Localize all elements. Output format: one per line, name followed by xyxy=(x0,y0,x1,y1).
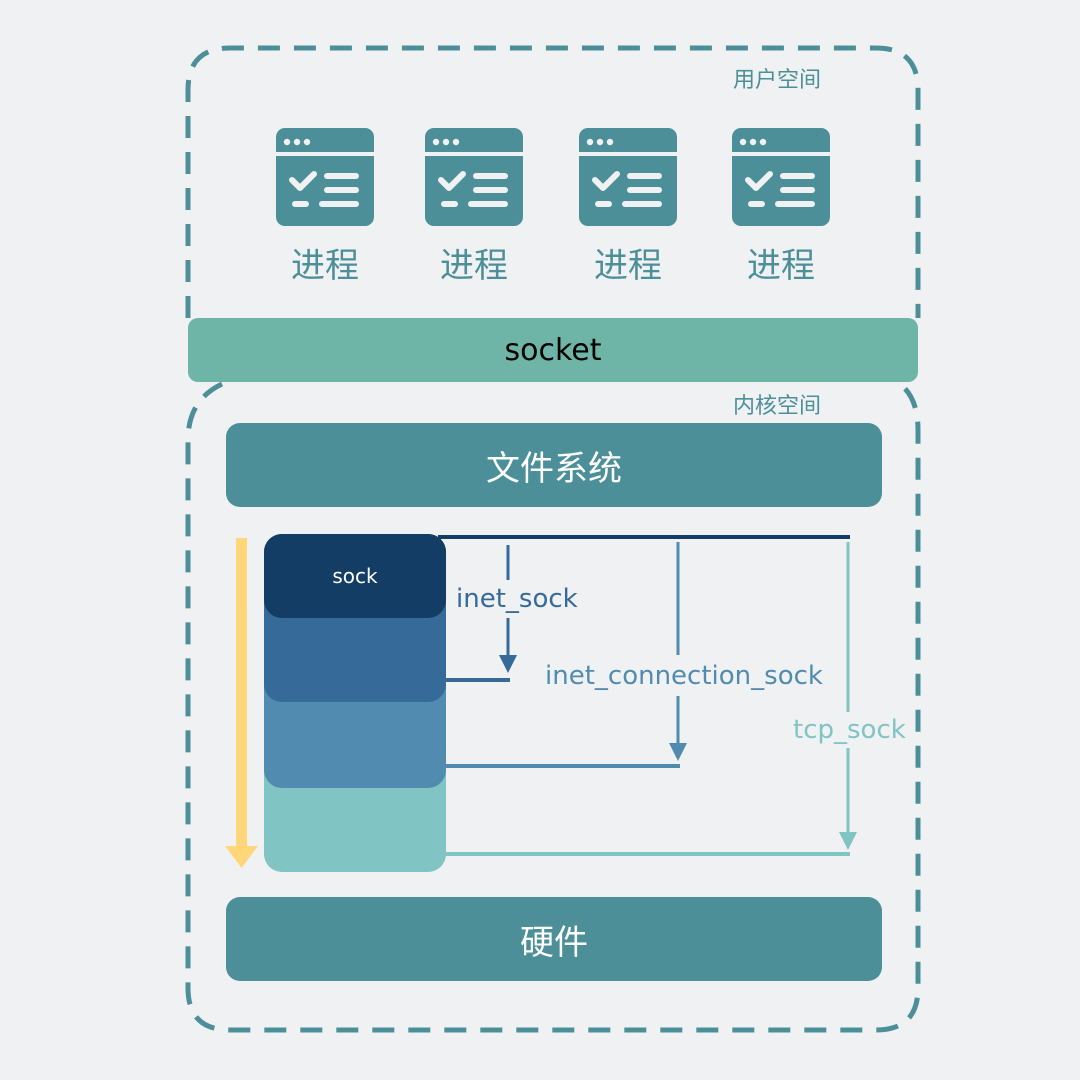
process-label: 进程 xyxy=(747,246,815,286)
sock-layer: sock xyxy=(264,534,446,618)
sock-label: sock xyxy=(332,564,378,588)
flow-arrow-head xyxy=(225,846,258,868)
process-label: 进程 xyxy=(594,246,662,286)
process-item: 进程 xyxy=(579,128,677,287)
hardware-bar: 硬件 xyxy=(226,897,882,981)
process-window-icon xyxy=(276,128,374,226)
inet-connection-sock-label: inet_connection_sock xyxy=(545,661,823,691)
kernel-space-label: 内核空间 xyxy=(733,394,822,419)
filesystem-bar: 文件系统 xyxy=(226,423,882,507)
process-item: 进程 xyxy=(732,128,830,287)
inet-sock-label: inet_sock xyxy=(456,584,578,614)
user-space-frame xyxy=(185,45,921,318)
tcp-sock-arrowhead xyxy=(839,832,857,850)
process-window-icon xyxy=(425,128,523,226)
process-label: 进程 xyxy=(291,246,359,286)
process-item: 进程 xyxy=(425,128,523,287)
user-space-label: 用户空间 xyxy=(733,68,822,93)
filesystem-label: 文件系统 xyxy=(486,448,622,489)
process-window-icon xyxy=(732,128,830,226)
process-item: 进程 xyxy=(276,128,374,287)
flow-arrow-shaft xyxy=(236,538,247,850)
inet-sock-arrowhead xyxy=(499,655,517,673)
socket-bar: socket xyxy=(188,318,918,382)
process-label: 进程 xyxy=(440,246,508,286)
kernel-space-frame xyxy=(185,381,921,1033)
hardware-label: 硬件 xyxy=(520,922,588,963)
tcp-sock-label: tcp_sock xyxy=(793,715,906,745)
inet-connection-sock-arrowhead xyxy=(669,743,687,761)
process-window-icon xyxy=(579,128,677,226)
socket-label: socket xyxy=(504,332,602,368)
